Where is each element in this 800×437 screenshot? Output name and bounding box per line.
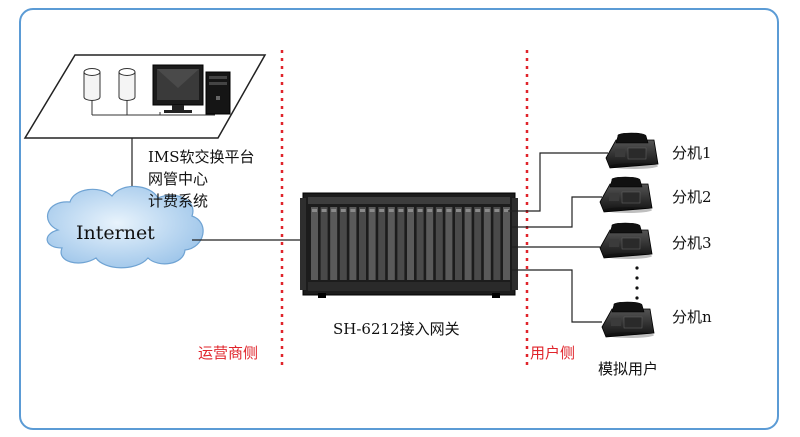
slot-handle bbox=[475, 209, 480, 212]
gateway-label: SH-6212接入网关 bbox=[333, 318, 460, 339]
slot-handle bbox=[341, 209, 346, 212]
line-card-slot bbox=[388, 207, 395, 280]
slot-handle bbox=[360, 209, 365, 212]
telephone-icon bbox=[600, 223, 652, 259]
phone-links bbox=[508, 153, 608, 322]
user-side-label: 用户侧 bbox=[530, 342, 575, 363]
line-card-slot bbox=[378, 207, 385, 280]
slot-handle bbox=[331, 209, 336, 212]
slot-handle bbox=[446, 209, 451, 212]
line-card-slot bbox=[465, 207, 472, 280]
slot-handle bbox=[398, 209, 403, 212]
slot-handle bbox=[322, 209, 327, 212]
pc-tower-icon bbox=[206, 72, 230, 114]
line-card-slot bbox=[445, 207, 452, 280]
line-card-slot bbox=[349, 207, 356, 280]
slot-handle bbox=[456, 209, 461, 212]
slot-handle bbox=[370, 209, 375, 212]
line-card-slot bbox=[407, 207, 414, 280]
database-icon bbox=[84, 69, 100, 101]
operator-side-label: 运营商侧 bbox=[198, 342, 258, 363]
ims-label-line3: 计费系统 bbox=[148, 190, 255, 212]
line-card-slot bbox=[330, 207, 337, 280]
database-icon bbox=[119, 69, 135, 101]
slot-handle bbox=[494, 209, 499, 212]
line-card-slot bbox=[484, 207, 491, 280]
line-card-slot bbox=[340, 207, 347, 280]
extension-label: 分机n bbox=[672, 306, 712, 327]
telephone-icon bbox=[600, 177, 652, 213]
line-card-slot bbox=[503, 207, 510, 280]
slot-handle bbox=[418, 209, 423, 212]
ims-platform bbox=[25, 55, 265, 138]
slot-handle bbox=[312, 209, 317, 212]
line-card-slot bbox=[397, 207, 404, 280]
slot-handle bbox=[485, 209, 490, 212]
line-card-slot bbox=[311, 207, 318, 280]
line-card-slot bbox=[359, 207, 366, 280]
extension-label: 分机2 bbox=[672, 186, 712, 207]
slot-handle bbox=[408, 209, 413, 212]
ims-label-line2: 网管中心 bbox=[148, 168, 255, 190]
slot-handle bbox=[466, 209, 471, 212]
extension-label: 分机1 bbox=[672, 142, 712, 163]
line-card-slot bbox=[417, 207, 424, 280]
line-card-slot bbox=[426, 207, 433, 280]
line-card-slot bbox=[455, 207, 462, 280]
ims-label-line1: IMS软交换平台 bbox=[148, 146, 255, 168]
line-card-slot bbox=[474, 207, 481, 280]
slot-handle bbox=[350, 209, 355, 212]
line-card-slot bbox=[369, 207, 376, 280]
extension-label: 分机3 bbox=[672, 232, 712, 253]
slot-handle bbox=[389, 209, 394, 212]
telephone-icon bbox=[602, 302, 654, 338]
slot-handle bbox=[437, 209, 442, 212]
slot-handle bbox=[427, 209, 432, 212]
ellipsis-dots bbox=[635, 266, 638, 299]
line-card-slot bbox=[436, 207, 443, 280]
gateway-chassis bbox=[300, 193, 518, 298]
line-card-slot bbox=[493, 207, 500, 280]
slot-handle bbox=[379, 209, 384, 212]
internet-label: Internet bbox=[76, 222, 155, 244]
analog-users-label: 模拟用户 bbox=[598, 358, 658, 379]
telephone-icon bbox=[606, 133, 658, 169]
line-card-slot bbox=[321, 207, 328, 280]
ims-label: IMS软交换平台 网管中心 计费系统 bbox=[148, 146, 255, 212]
